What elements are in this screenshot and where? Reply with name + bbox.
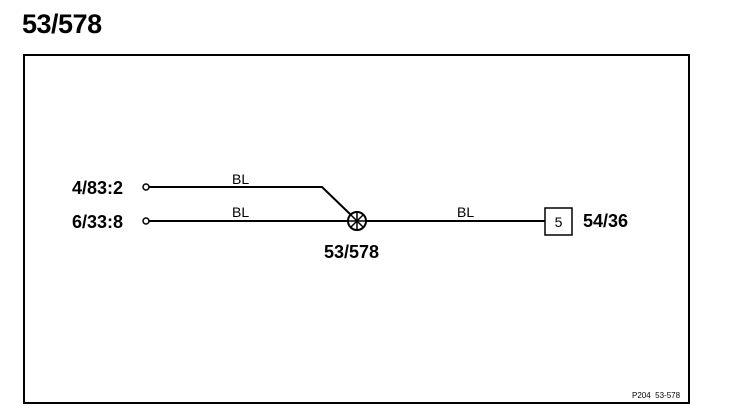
connector-box bbox=[544, 207, 573, 236]
wire-label-top: BL bbox=[232, 171, 249, 187]
connector-label: 54/36 bbox=[583, 211, 628, 231]
terminal-label-top: 4/83:2 bbox=[72, 178, 123, 198]
terminal-label-bottom: 6/33:8 bbox=[72, 212, 123, 232]
terminal-bottom-circle bbox=[142, 217, 150, 225]
connector-pin: 5 bbox=[555, 214, 563, 230]
page-title: 53/578 bbox=[22, 9, 102, 39]
wire-label-right: BL bbox=[457, 204, 474, 220]
splice-label: 53/578 bbox=[324, 242, 379, 262]
splice-icon bbox=[347, 211, 367, 231]
wire-label-bottom: BL bbox=[232, 204, 249, 220]
wire-top bbox=[149, 186, 351, 215]
diagram-frame bbox=[23, 54, 690, 404]
reference-code: P204 53-578 bbox=[632, 391, 681, 400]
terminal-top-circle bbox=[142, 183, 150, 191]
